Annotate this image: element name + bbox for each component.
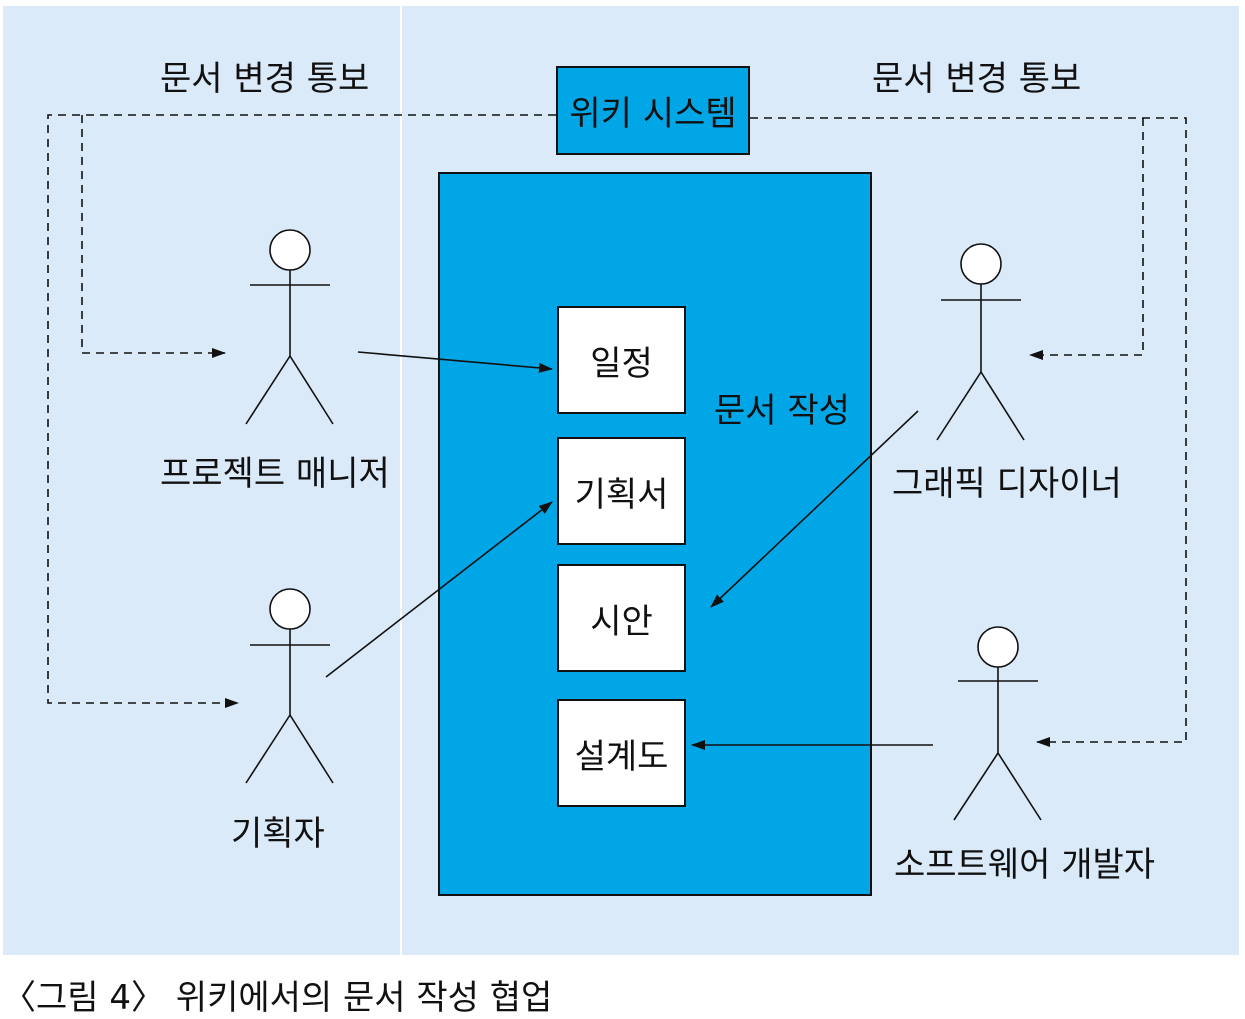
document-schedule-label: 일정 (590, 343, 653, 384)
actor-software-developer-label: 소프트웨어 개발자 (894, 845, 1156, 885)
notify-line-right-inner (1029, 118, 1144, 360)
document-area-label: 문서 작성 (714, 391, 850, 431)
document-design-label: 설계도 (574, 736, 669, 777)
actor-software-developer-figure (953, 626, 1042, 821)
actor-graphic-designer-figure (936, 243, 1025, 441)
wiki-system-box: 위키 시스템 (556, 66, 750, 155)
actor-graphic-designer-label: 그래픽 디자이너 (892, 464, 1122, 504)
notify-line-left-inner (81, 115, 226, 358)
notify-line-right-outer (750, 117, 1187, 747)
arrow-designer-to-draft (710, 410, 919, 608)
document-design: 설계도 (557, 699, 686, 807)
figure-caption: 〈그림 4〉 위키에서의 문서 작성 협업 (2, 978, 553, 1018)
actor-project-manager-label: 프로젝트 매니저 (160, 454, 390, 494)
actor-project-manager-figure (245, 229, 334, 425)
arrow-planner-to-plan (325, 501, 553, 678)
document-plan-label: 기획서 (574, 474, 669, 515)
document-schedule: 일정 (557, 306, 686, 414)
notify-label-right: 문서 변경 통보 (872, 59, 1082, 99)
document-draft: 시안 (557, 564, 686, 672)
arrow-manager-to-schedule (357, 351, 553, 373)
wiki-system-label: 위키 시스템 (569, 94, 737, 134)
document-draft-label: 시안 (590, 601, 653, 642)
actor-planner-label: 기획자 (231, 814, 325, 854)
actor-planner-figure (245, 588, 334, 784)
diagram-background-left (3, 6, 400, 955)
notify-label-left: 문서 변경 통보 (160, 59, 370, 99)
document-plan: 기획서 (557, 437, 686, 545)
notify-line-left-outer (47, 114, 556, 708)
